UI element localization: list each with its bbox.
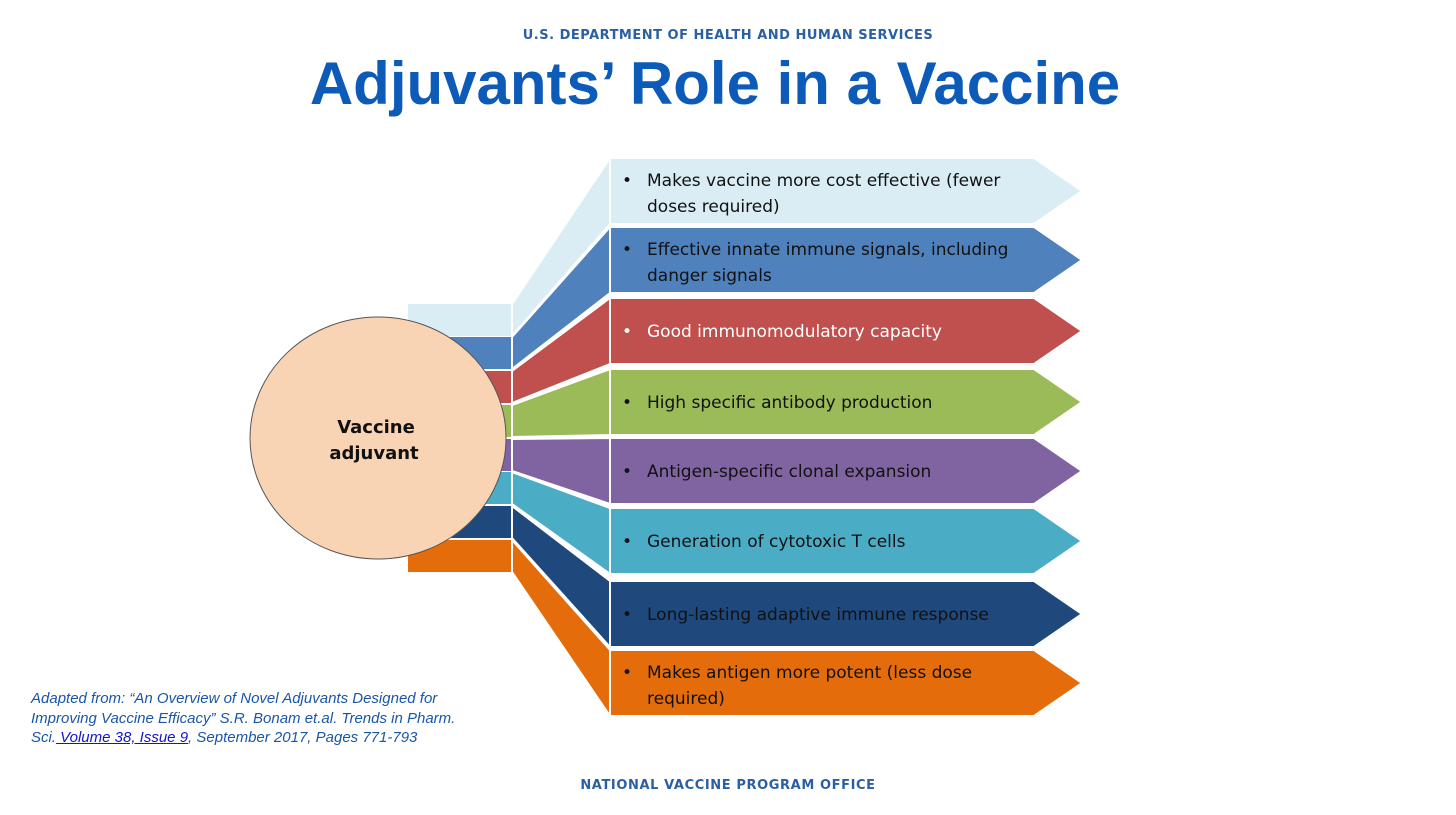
citation: Adapted from: “An Overview of Novel Adju… (31, 689, 481, 748)
item-text-line1: Generation of cytotoxic T cells (647, 532, 906, 552)
item-text-line1: Effective innate immune signals, includi… (647, 240, 1008, 260)
item-text-line2: doses required) (647, 197, 780, 217)
arrow-shape (609, 157, 1084, 225)
agency-header: U.S. DEPARTMENT OF HEALTH AND HUMAN SERV… (522, 28, 934, 43)
item-text-line1: Antigen-specific clonal expansion (647, 462, 931, 482)
arrow-group: • Makes vaccine more cost effective (fewe… (609, 157, 1084, 717)
arrow-shape (609, 649, 1084, 717)
bullet-marker: • (622, 171, 632, 191)
item-text-line1: Makes vaccine more cost effective (fewer (647, 171, 1000, 191)
bullet-marker: • (622, 322, 632, 342)
bullet-marker: • (622, 663, 632, 683)
arrow-shape (609, 437, 1084, 505)
bullet-marker: • (622, 240, 632, 260)
arrow-shape (609, 580, 1084, 648)
center-label-line2: adjuvant (329, 443, 419, 464)
citation-text-end: , September 2017, Pages 771-793 (188, 729, 418, 746)
arrow-shape (609, 507, 1084, 575)
arrow-shape (609, 297, 1084, 365)
vaccine-adjuvant-circle (249, 316, 507, 560)
center-node: Vaccine adjuvant (249, 316, 507, 560)
bullet-marker: • (622, 605, 632, 625)
citation-volume-link[interactable]: Volume 38, Issue 9 (56, 729, 189, 746)
item-text-line1: Makes antigen more potent (less dose (647, 663, 972, 683)
citation-text: Adapted from: “An Overview of Novel Adju… (31, 690, 456, 746)
slide-title: Adjuvants’ Role in a Vaccine (309, 50, 1121, 117)
arrow-shape (609, 368, 1084, 436)
arrow-shape (609, 226, 1084, 294)
bullet-marker: • (622, 462, 632, 482)
bullet-marker: • (622, 532, 632, 552)
bullet-marker: • (622, 393, 632, 413)
item-text-line2: danger signals (647, 266, 772, 286)
item-text-line1: High specific antibody production (647, 393, 932, 413)
center-label-line1: Vaccine (337, 417, 415, 438)
footer-office: NATIONAL VACCINE PROGRAM OFFICE (580, 778, 876, 793)
item-text-line2: required) (647, 689, 725, 709)
item-text-line1: Long-lasting adaptive immune response (647, 605, 989, 625)
item-text-line1: Good immunomodulatory capacity (647, 322, 942, 342)
